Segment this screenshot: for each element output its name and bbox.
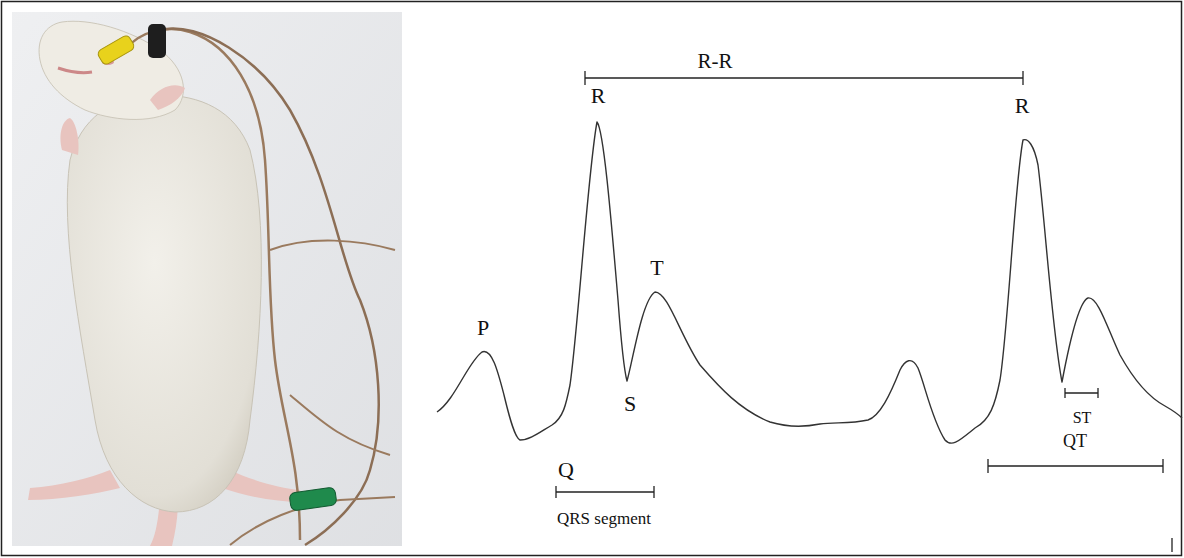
waveform-label: P xyxy=(477,317,489,339)
waveform-label: R-R xyxy=(697,51,732,72)
waveform-label: S xyxy=(624,393,636,415)
waveform-label: T xyxy=(650,257,663,279)
rat-photo xyxy=(12,12,402,546)
waveform-label: R xyxy=(591,85,606,107)
waveform-label: Q xyxy=(558,459,574,481)
ecg-trace xyxy=(437,122,1182,443)
waveform-label: QT xyxy=(1063,432,1087,450)
waveform-label: R xyxy=(1015,95,1030,117)
interval-brackets xyxy=(556,71,1172,552)
waveform-label: QRS segment xyxy=(557,510,651,527)
waveform-label: ST xyxy=(1073,410,1092,426)
